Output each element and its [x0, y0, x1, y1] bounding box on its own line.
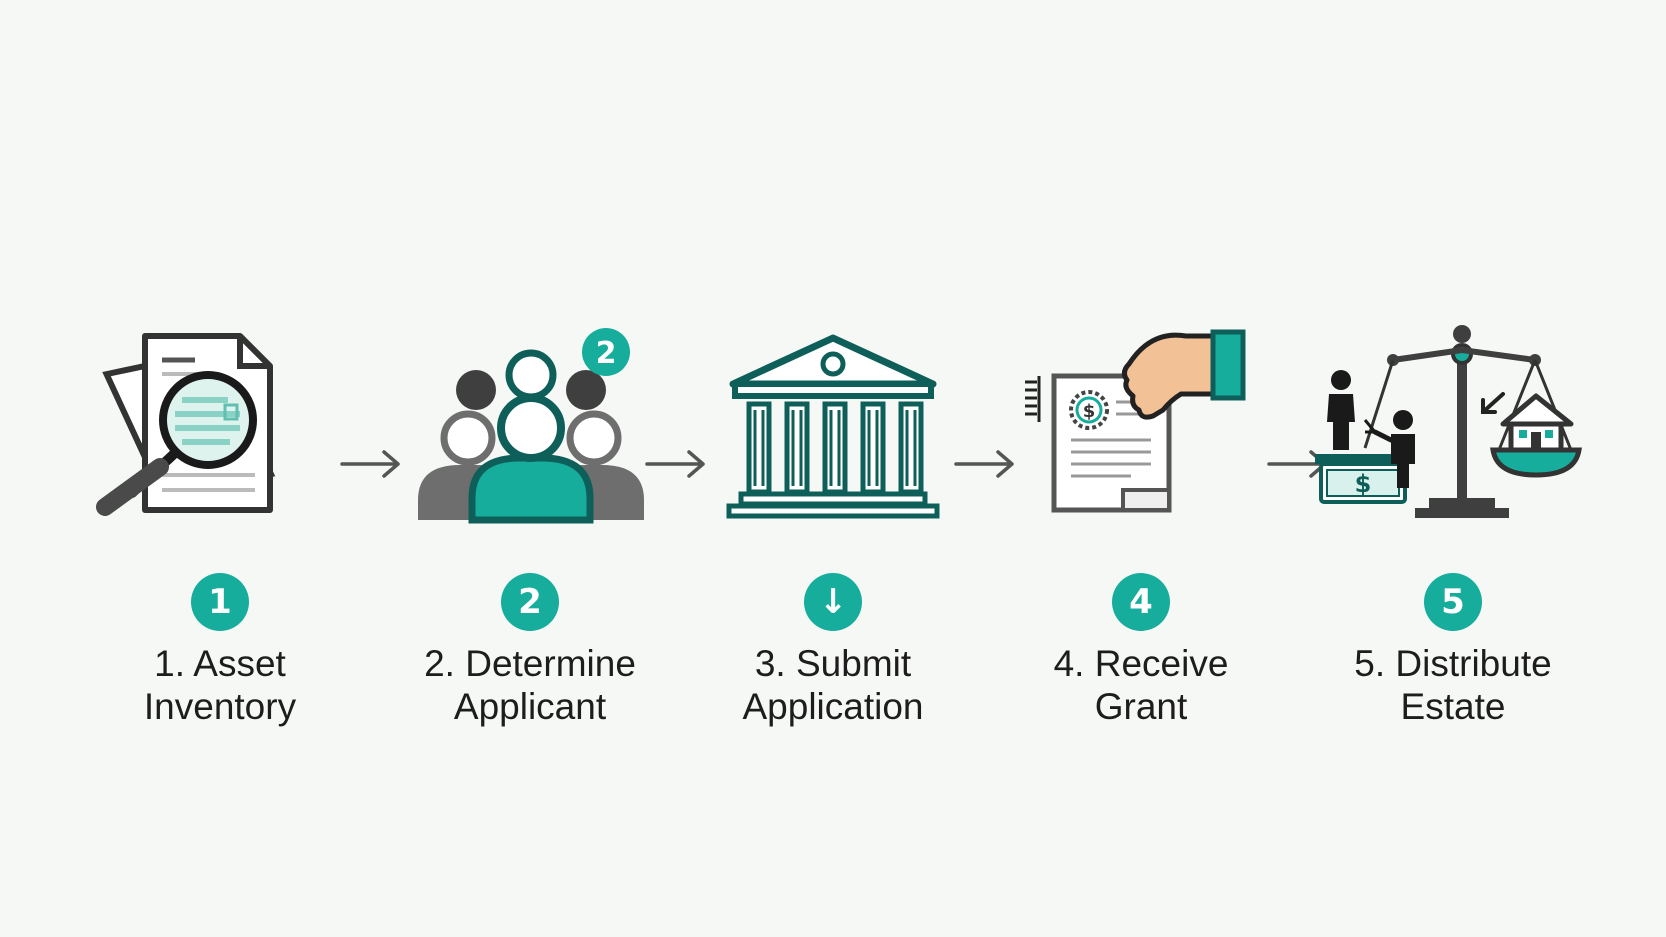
step-determine-applicant: 2 2 2. Determine Applicant	[380, 328, 680, 740]
step-label: 2. Determine Applicant	[424, 643, 636, 727]
hand-certificate-icon: $	[991, 329, 1291, 550]
scales-distribution-icon: $	[1303, 325, 1603, 550]
document-search-icon	[70, 333, 370, 550]
step-number-badge: 4	[1112, 573, 1170, 631]
step-number-badge: 2	[501, 573, 559, 631]
step-asset-inventory: 1 1. Asset Inventory	[70, 333, 370, 740]
step-label: 1. Asset Inventory	[143, 643, 297, 727]
step-label: 4. Receive Grant	[1053, 643, 1229, 727]
people-group-icon: 2	[380, 328, 680, 550]
step-number-badge: 1	[191, 573, 249, 631]
court-building-icon	[683, 334, 983, 550]
arrow-right-icon	[952, 447, 1018, 481]
step-submit-application: ↓ 3. Submit Application	[683, 334, 983, 740]
arrow-right-icon	[338, 447, 404, 481]
step-number-badge: 5	[1424, 573, 1482, 631]
step-label: 5. Distribute Estate	[1354, 643, 1552, 727]
people-count-badge: 2	[596, 336, 617, 371]
step-number-badge: ↓	[804, 573, 862, 631]
arrow-right-icon	[643, 447, 709, 481]
step-distribute-estate: $ 5 5. Distribute Estate	[1303, 325, 1603, 740]
cash-dollar-icon: $	[1355, 470, 1372, 498]
certificate-dollar-icon: $	[1083, 401, 1096, 422]
step-label: 3. Submit Application	[742, 643, 924, 727]
step-receive-grant: $ 4 4. Receive Grant	[991, 329, 1291, 740]
